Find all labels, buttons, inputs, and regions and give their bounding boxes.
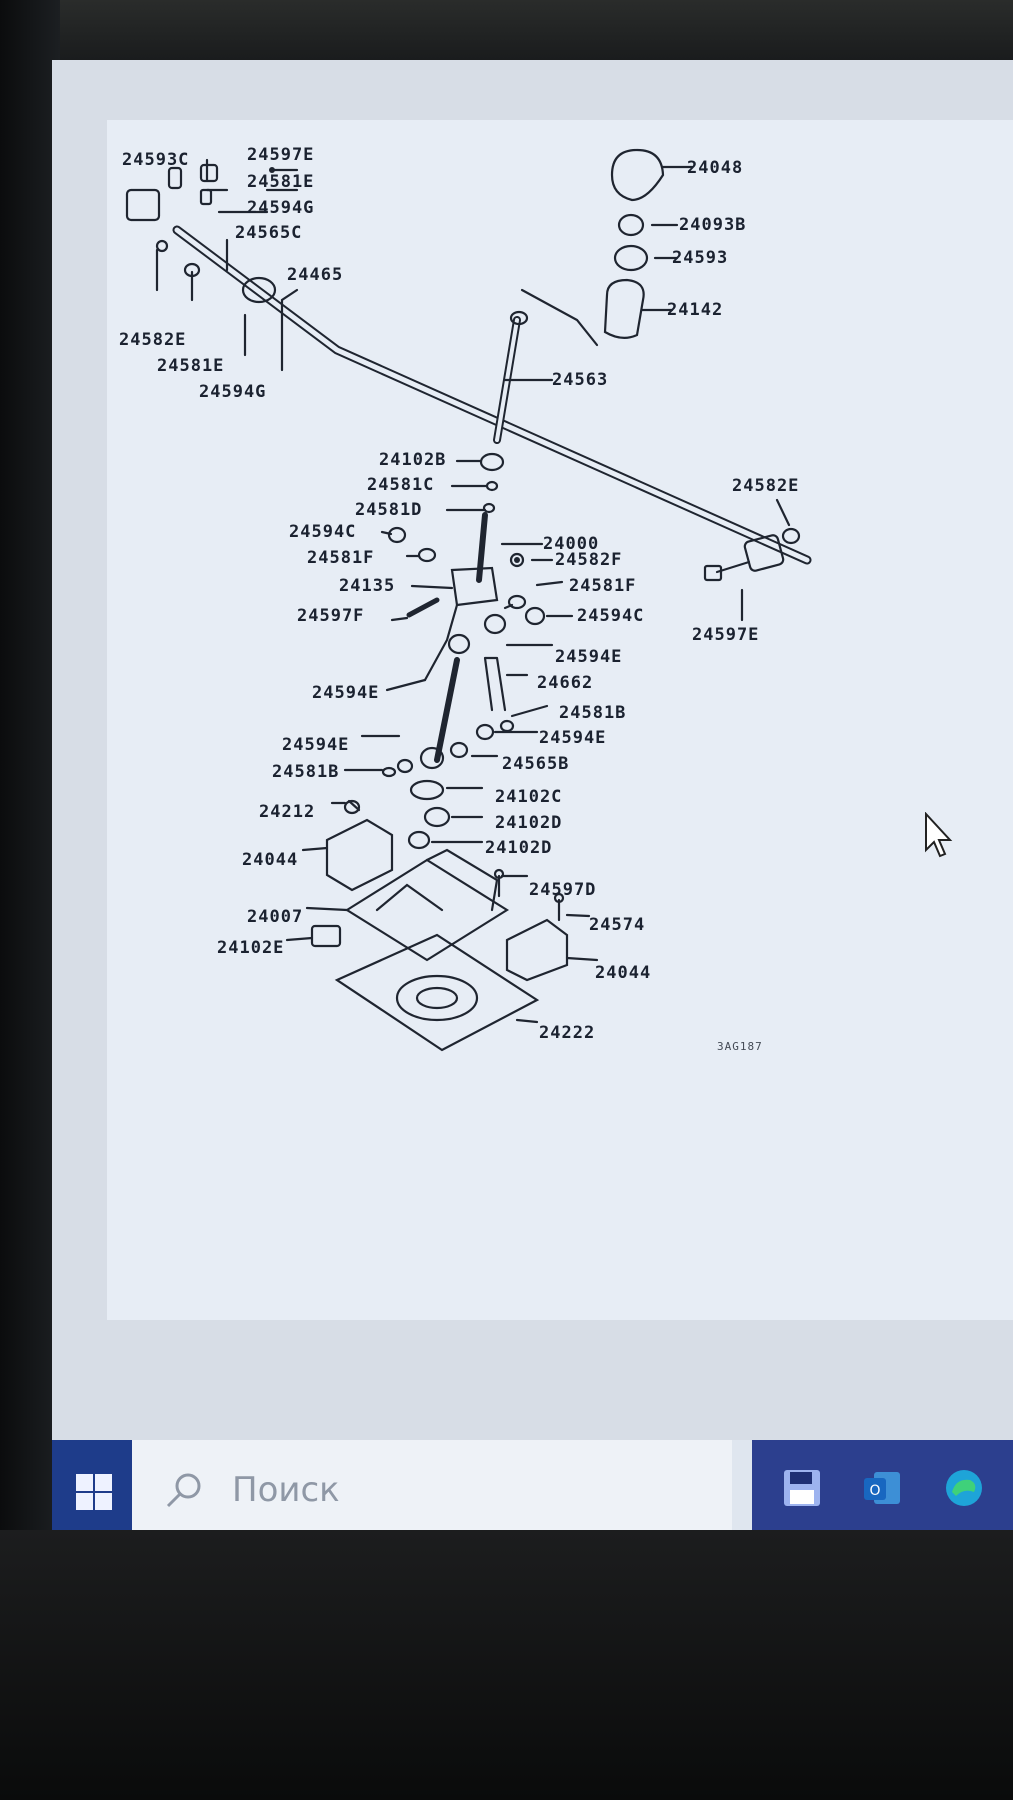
label-24000: 24000 [543, 534, 600, 554]
label-24102B: 24102B [379, 450, 447, 470]
outlook-icon[interactable]: O [860, 1466, 904, 1510]
label-24662: 24662 [537, 673, 594, 693]
label-24597F: 24597F [297, 606, 365, 626]
label-24102D-2: 24102D [485, 838, 553, 858]
label-24044-right: 24044 [595, 963, 652, 983]
label-24594E-2: 24594E [312, 683, 380, 703]
label-24594G-top: 24594G [247, 198, 315, 218]
label-24582E-right: 24582E [732, 476, 800, 496]
label-24222: 24222 [539, 1023, 596, 1043]
mouse-cursor-icon [925, 812, 953, 858]
taskbar-pinned-apps: O [752, 1440, 1013, 1540]
label-24135: 24135 [339, 576, 396, 596]
label-24581E-top: 24581E [247, 172, 315, 192]
label-24581D: 24581D [355, 500, 423, 520]
label-24581F-right: 24581F [569, 576, 637, 596]
monitor-bezel-left [0, 0, 60, 1800]
label-24048: 24048 [687, 158, 744, 178]
label-24007: 24007 [247, 907, 304, 927]
exploded-parts-diagram [125, 148, 812, 1052]
label-24594E-4: 24594E [282, 735, 350, 755]
label-24102D-1: 24102D [495, 813, 563, 833]
label-24142: 24142 [667, 300, 724, 320]
label-24465: 24465 [287, 265, 344, 285]
label-24581B-right: 24581B [559, 703, 627, 723]
label-24594C-right: 24594C [577, 606, 645, 626]
label-24102C: 24102C [495, 787, 563, 807]
edge-icon[interactable] [942, 1466, 986, 1510]
label-24597E-top: 24597E [247, 145, 315, 165]
label-24102E: 24102E [217, 938, 285, 958]
label-24563: 24563 [552, 370, 609, 390]
start-button[interactable] [52, 1440, 132, 1540]
svg-text:O: O [869, 1483, 880, 1499]
label-24581F-left: 24581F [307, 548, 375, 568]
search-placeholder: Поиск [232, 1470, 340, 1510]
label-24593C: 24593C [122, 150, 190, 170]
label-24582E-left: 24582E [119, 330, 187, 350]
parts-diagram-document: 24593C 24597E 24581E 24594G 24565C 24465… [107, 120, 1013, 1320]
label-24582F: 24582F [555, 550, 623, 570]
label-24593: 24593 [672, 248, 729, 268]
windows-start-icon [76, 1474, 112, 1510]
label-24597D: 24597D [529, 880, 597, 900]
label-24212: 24212 [259, 802, 316, 822]
save-icon[interactable] [780, 1466, 824, 1510]
label-24044-left: 24044 [242, 850, 299, 870]
label-24594C-left: 24594C [289, 522, 357, 542]
label-24574: 24574 [589, 915, 646, 935]
label-24093B: 24093B [679, 215, 747, 235]
taskbar: Поиск O [52, 1440, 1013, 1545]
monitor-bezel-top [0, 0, 1013, 60]
label-24581B-left: 24581B [272, 762, 340, 782]
label-24581C: 24581C [367, 475, 435, 495]
label-24594G-left: 24594G [199, 382, 267, 402]
taskbar-search-box[interactable]: Поиск [132, 1440, 732, 1540]
figure-code: 3AG187 [717, 1040, 763, 1053]
label-24594E-1: 24594E [555, 647, 623, 667]
label-24594E-3: 24594E [539, 728, 607, 748]
label-24565C: 24565C [235, 223, 303, 243]
label-24565B: 24565B [502, 754, 570, 774]
screen: 24593C 24597E 24581E 24594G 24565C 24465… [52, 60, 1013, 1530]
monitor-bezel-bottom [0, 1530, 1013, 1800]
search-icon [166, 1473, 201, 1508]
label-24581E-left: 24581E [157, 356, 225, 376]
label-24597E-right: 24597E [692, 625, 760, 645]
